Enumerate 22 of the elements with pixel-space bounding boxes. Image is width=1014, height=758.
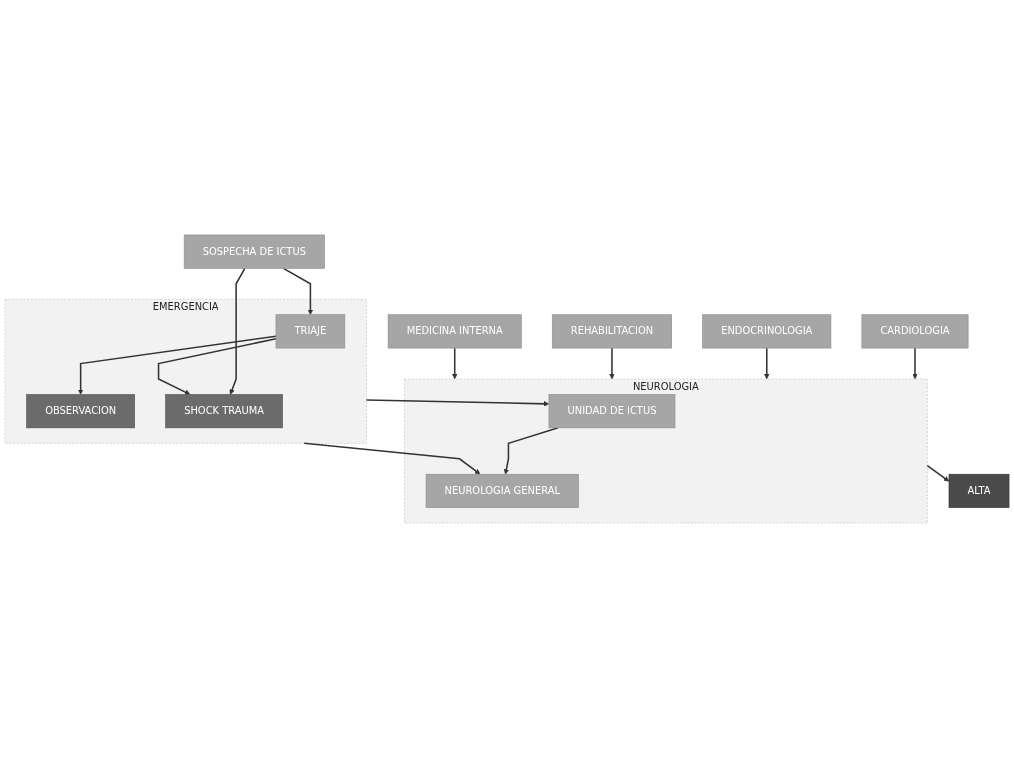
arrow — [609, 347, 615, 380]
node-box: UNIDAD DE ICTUS — [548, 394, 676, 429]
node-box: ALTA — [948, 473, 1010, 508]
node-box: SOSPECHA DE ICTUS — [183, 234, 325, 269]
node-box: NEUROLOGIA GENERAL — [425, 473, 579, 508]
node-box: REHABILITACION — [551, 314, 672, 349]
arrow — [365, 399, 550, 407]
arrow — [764, 347, 770, 380]
node-box: SHOCK TRAUMA — [165, 394, 283, 429]
node-box: ENDOCRINOLOGIA — [702, 314, 832, 349]
arrow — [77, 335, 277, 395]
arrow — [926, 464, 950, 482]
arrow — [303, 442, 481, 475]
node-box: MEDICINA INTERNA — [387, 314, 522, 349]
arrow — [229, 267, 246, 395]
node-box: TRIAJE — [275, 314, 346, 349]
arrow — [452, 347, 458, 380]
arrow — [912, 347, 918, 380]
node-box: OBSERVACION — [26, 394, 135, 429]
arrow — [157, 337, 277, 395]
arrow — [282, 267, 314, 315]
node-box: CARDIOLOGIA — [861, 314, 969, 349]
